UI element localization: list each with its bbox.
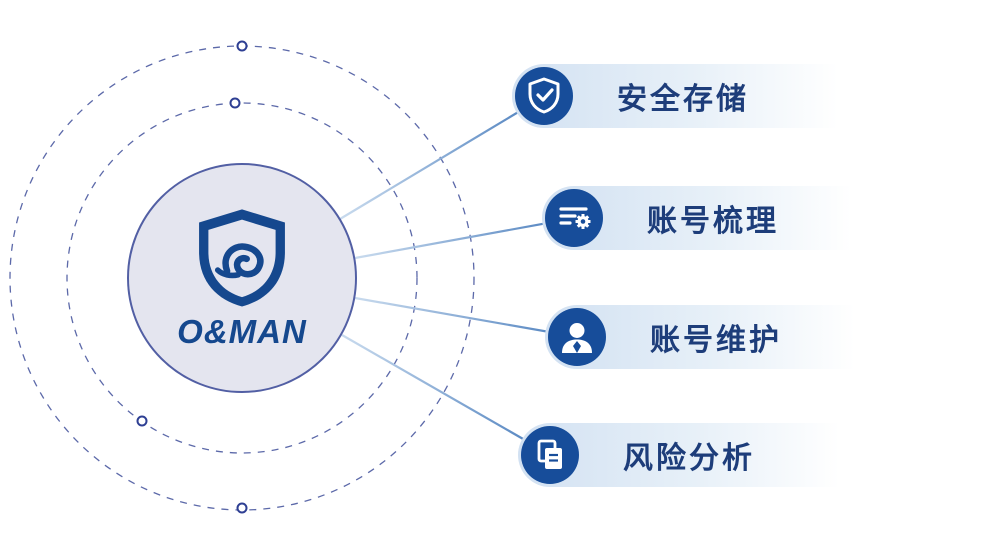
brand-name: O&MAN bbox=[177, 313, 307, 350]
feature-pill-risk-analysis: 风险分析 bbox=[518, 423, 910, 487]
feature-pill-account-maintenance: 账号维护 bbox=[545, 305, 923, 369]
shield-check-icon bbox=[515, 67, 573, 125]
shield-wave-logo-icon bbox=[199, 209, 285, 307]
feature-label: 安全存储 bbox=[617, 83, 749, 116]
center-brand-circle: O&MAN bbox=[127, 163, 357, 393]
connector-line-2 bbox=[354, 216, 576, 260]
user-icon bbox=[548, 308, 606, 366]
connector-line-1 bbox=[339, 95, 546, 220]
documents-icon bbox=[521, 426, 579, 484]
orbit-dot bbox=[236, 40, 248, 52]
orbit-dot bbox=[229, 97, 241, 109]
orbit-dot bbox=[236, 502, 248, 514]
feature-label: 风险分析 bbox=[623, 442, 755, 475]
feature-pill-account-sorting: 账号梳理 bbox=[542, 186, 920, 250]
connector-line-3 bbox=[354, 296, 579, 339]
feature-label: 账号梳理 bbox=[647, 205, 779, 238]
list-gear-icon bbox=[545, 189, 603, 247]
inner-orbit-ring bbox=[66, 102, 418, 454]
feature-pill-secure-storage: 安全存储 bbox=[512, 64, 910, 128]
connector-line-4 bbox=[341, 334, 552, 456]
feature-label: 账号维护 bbox=[650, 324, 782, 357]
orbit-dot bbox=[136, 415, 148, 427]
